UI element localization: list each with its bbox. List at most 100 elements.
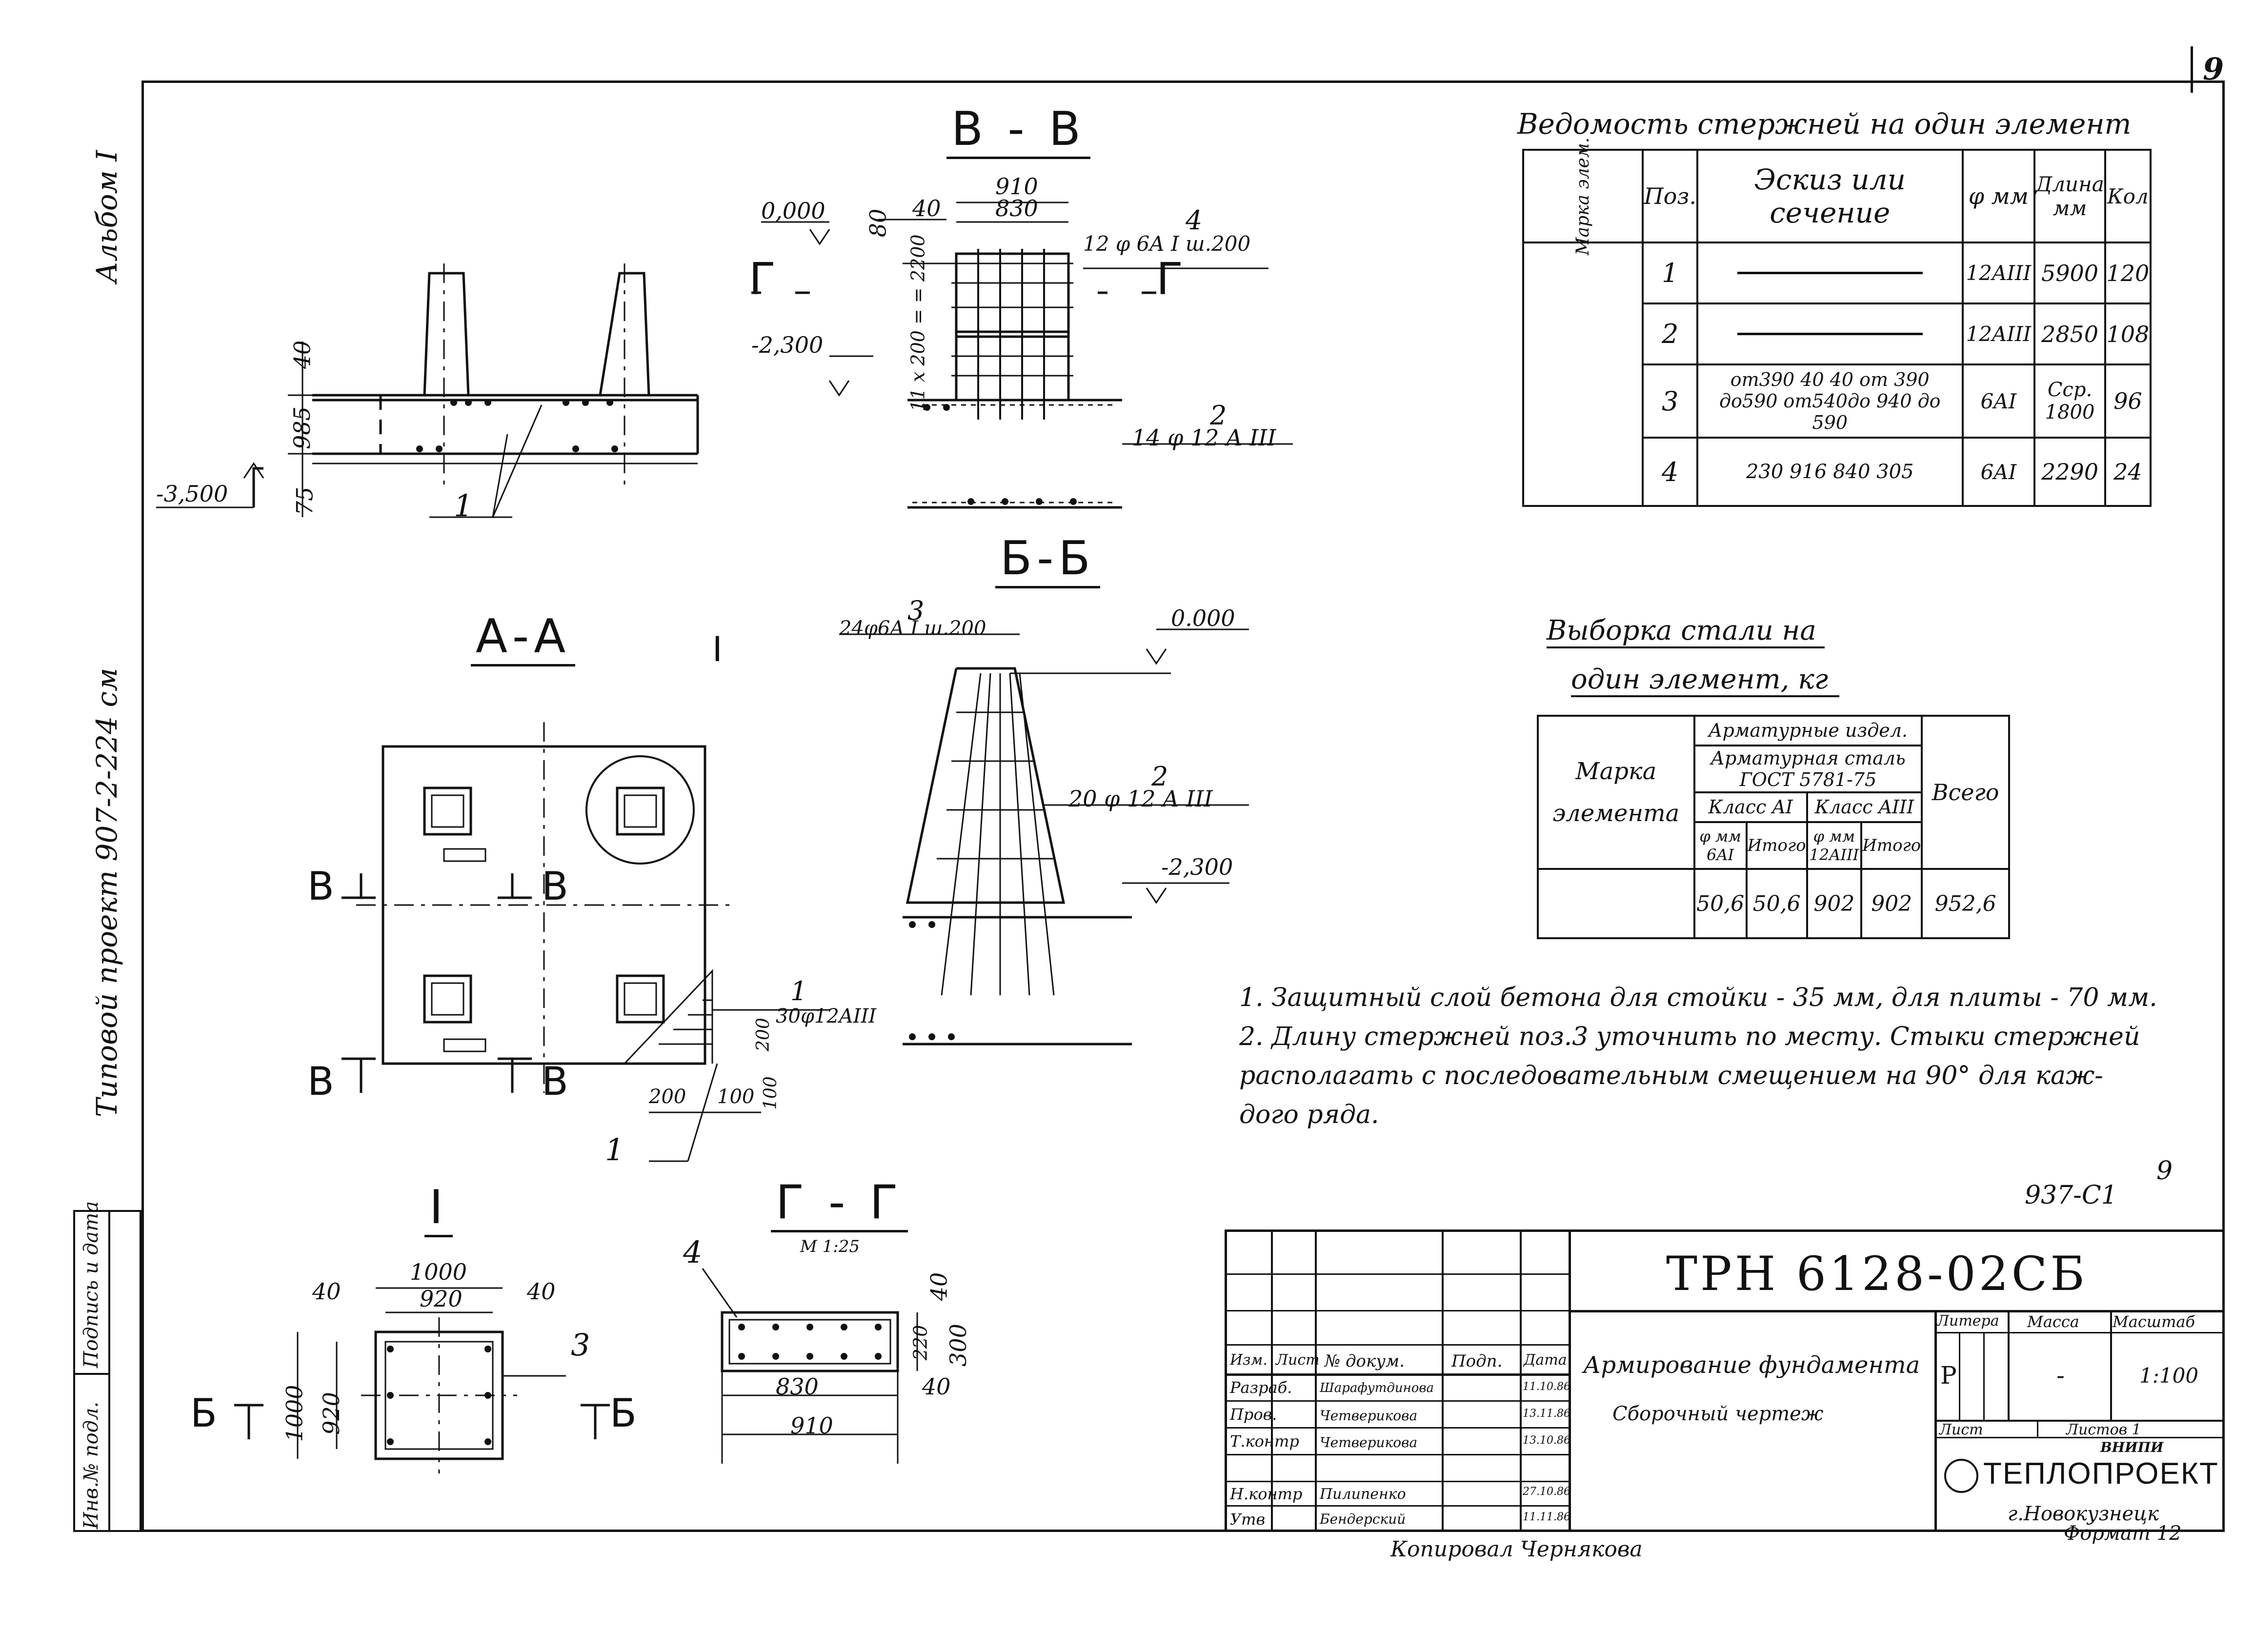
schedule-row-sketch — [1696, 242, 1964, 304]
vv-cut-g-right: Г — [1156, 254, 1183, 305]
steel-row-a1-total: 50,6 — [1745, 868, 1808, 939]
tb-org-logo — [1944, 1459, 1978, 1493]
di-dim-1000a: 1000 — [410, 1259, 467, 1285]
steel-header-total-a3: Итого — [1860, 821, 1923, 870]
steel-header-total-a1: Итого — [1745, 821, 1808, 870]
tb-date-utv: 11.11.86 — [1523, 1511, 1570, 1523]
drawing-ref: 937-C1 — [2025, 1181, 2117, 1210]
steel-header-dia-a1: φ мм 6AI — [1693, 821, 1748, 870]
steel-header-class-a1: Класс AI — [1693, 791, 1808, 823]
tb-role-nkontr: Н.контр — [1230, 1485, 1303, 1503]
tb-date-tkontr: 13.10.86 — [1523, 1434, 1570, 1447]
tb-org: ТЕПЛОПРОЕКТ — [1983, 1457, 2219, 1491]
tb-name-nkontr: Пилипенко — [1320, 1486, 1406, 1503]
drawing-ref-page: 9 — [2156, 1156, 2173, 1186]
gg-pos-4: 4 — [683, 1234, 703, 1270]
bb-rebar-24: 24φ6A I ш.200 — [839, 617, 986, 640]
steel-header-mark: Марка элемента — [1537, 714, 1695, 870]
note-4: дого ряда. — [1239, 1100, 1379, 1129]
rebar-dots — [387, 399, 1077, 1445]
tb-name-tkontr: Четверикова — [1320, 1434, 1418, 1451]
tb-name: Армирование фундамента — [1583, 1351, 1920, 1379]
bb-mark-2300: -2,300 — [1161, 854, 1233, 880]
vv-label-80: 80 — [865, 208, 891, 238]
aa-pos-1: 1 — [790, 976, 807, 1007]
steel-row-grand: 952,6 — [1921, 868, 2010, 939]
vv-label-830: 830 — [995, 195, 1038, 222]
rebar-schedule-table: Марка элем. Поз. Эскиз или сечение φ мм … — [1522, 137, 2152, 507]
title-gg: Г - Г — [771, 1176, 908, 1232]
steel-header-steel: Арматурная сталь ГОСТ 5781-75 — [1693, 744, 1923, 794]
tb-role-prov: Пров. — [1230, 1405, 1277, 1424]
tb-date-razrab: 11.10.86 — [1523, 1381, 1570, 1393]
tb-subtitle: Сборочный чертеж — [1612, 1403, 1824, 1425]
tb-role-tkontr: Т.контр — [1230, 1432, 1299, 1451]
schedule-header-pos: Поз. — [1642, 149, 1698, 243]
aa-dim-200b: 200 — [649, 1086, 686, 1108]
elev-pos-1: 1 — [454, 488, 473, 524]
steel-title-2: один элемент, кг — [1571, 664, 1839, 697]
steel-row-a1-dia: 50,6 — [1693, 868, 1748, 939]
vv-label-0000: 0,000 — [761, 198, 825, 224]
schedule-row-dia: 12AIII — [1961, 242, 2036, 304]
tb-sheet-label: Лист — [1939, 1421, 1983, 1438]
schedule-row-qty: 96 — [2104, 363, 2152, 439]
tb-city: г.Новокузнецк — [2008, 1503, 2159, 1525]
gg-dim-830: 830 — [776, 1373, 819, 1400]
schedule-header-qty: Кол — [2104, 149, 2152, 243]
di-dim-1000b: 1000 — [281, 1385, 308, 1442]
schedule-row-qty: 24 — [2104, 437, 2152, 507]
schedule-row-pos: 1 — [1642, 242, 1698, 304]
schedule-row-dia: 12AIII — [1961, 302, 2036, 365]
tb-col-date: Дата — [1524, 1351, 1567, 1369]
steel-row-mark — [1537, 868, 1695, 939]
vv-cut-g-left: Г — [749, 254, 776, 305]
tb-role-utv: Утв — [1230, 1510, 1266, 1529]
vv-label-40: 40 — [912, 195, 941, 222]
schedule-row-pos: 3 — [1642, 363, 1698, 439]
title-aa: А-А — [470, 610, 576, 666]
di-cut-b-right: Б — [610, 1390, 637, 1436]
schedule-row-sketch: от390 40 40 от 390 до590 от540до 940 до … — [1696, 363, 1964, 439]
schedule-row-qty: 120 — [2104, 242, 2152, 304]
schedule-row-length: Сср. 1800 — [2033, 363, 2106, 439]
sheet-frame — [141, 81, 2225, 1532]
bb-pos-3: 3 — [907, 595, 925, 626]
aa-dim-100b: 100 — [760, 1076, 781, 1110]
tb-litera: Р — [1940, 1361, 1957, 1390]
page-number-tick — [2191, 46, 2193, 93]
aa-cut-v-3: В — [307, 1059, 334, 1104]
aa-cut-v-4: В — [542, 1059, 568, 1104]
gg-dim-300: 300 — [945, 1324, 971, 1367]
schedule-title: Ведомость стержней на один элемент — [1517, 107, 2132, 141]
aa-cut-v-1: В — [307, 864, 334, 909]
vv-label-4: 4 — [1186, 205, 1203, 236]
tb-name-razrab: Шарафутдинова — [1320, 1381, 1434, 1395]
tb-scale: 1:100 — [2139, 1364, 2199, 1388]
schedule-row-dia: 6AI — [1961, 437, 2036, 507]
tb-date-nkontr: 27.10.86 — [1523, 1486, 1570, 1498]
tb-col-izm: Изм. — [1230, 1351, 1268, 1369]
elevation-view — [156, 263, 699, 518]
vv-label-rebar: 12 φ 6A I ш.200 — [1083, 232, 1251, 256]
elev-label-75: 75 — [291, 486, 318, 516]
tb-mass-label: Масса — [2027, 1312, 2079, 1331]
detail-i — [234, 1287, 610, 1473]
schedule-header-length: Длина мм — [2033, 149, 2106, 243]
gg-dim-220: 220 — [909, 1325, 931, 1361]
vv-label-14rebar: 14 φ 12 A III — [1132, 424, 1276, 451]
section-vv — [751, 201, 1293, 509]
format-label: Формат 12 — [2064, 1522, 2182, 1545]
schedule-header-mark: Марка элем. — [1522, 137, 1644, 255]
title-bb: Б-Б — [995, 532, 1100, 588]
vv-label-2300: -2,300 — [751, 332, 824, 358]
gg-dim-40b: 40 — [922, 1373, 951, 1400]
di-dim-40a: 40 — [312, 1278, 341, 1305]
steel-header-total: Всего — [1921, 714, 2010, 870]
tb-role-razrab: Разраб. — [1230, 1378, 1292, 1397]
title-detail-i: I — [424, 1181, 453, 1237]
left-stamp: Инв.№ подл. Подпись и дата — [73, 1201, 141, 1532]
schedule-row-qty: 108 — [2104, 302, 2152, 365]
schedule-row-dia: 6AI — [1961, 363, 2036, 439]
schedule-row-length: 2850 — [2033, 302, 2106, 365]
